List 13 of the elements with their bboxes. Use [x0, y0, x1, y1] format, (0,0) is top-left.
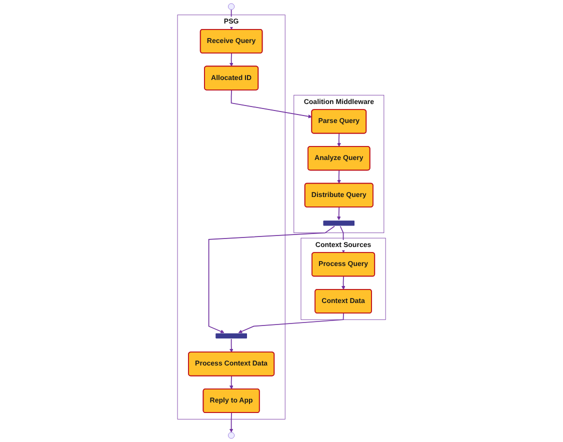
arrow	[229, 412, 234, 433]
arrow	[229, 376, 234, 390]
arrow	[238, 312, 344, 334]
node-circle	[228, 432, 235, 439]
arrow	[337, 133, 341, 147]
arrow	[229, 52, 234, 67]
node-circle	[228, 3, 235, 10]
arrow	[229, 338, 234, 352]
arrow	[336, 206, 341, 220]
arrow	[230, 90, 312, 118]
arrow	[341, 276, 346, 290]
arrow	[208, 226, 335, 334]
arrow	[337, 170, 341, 184]
